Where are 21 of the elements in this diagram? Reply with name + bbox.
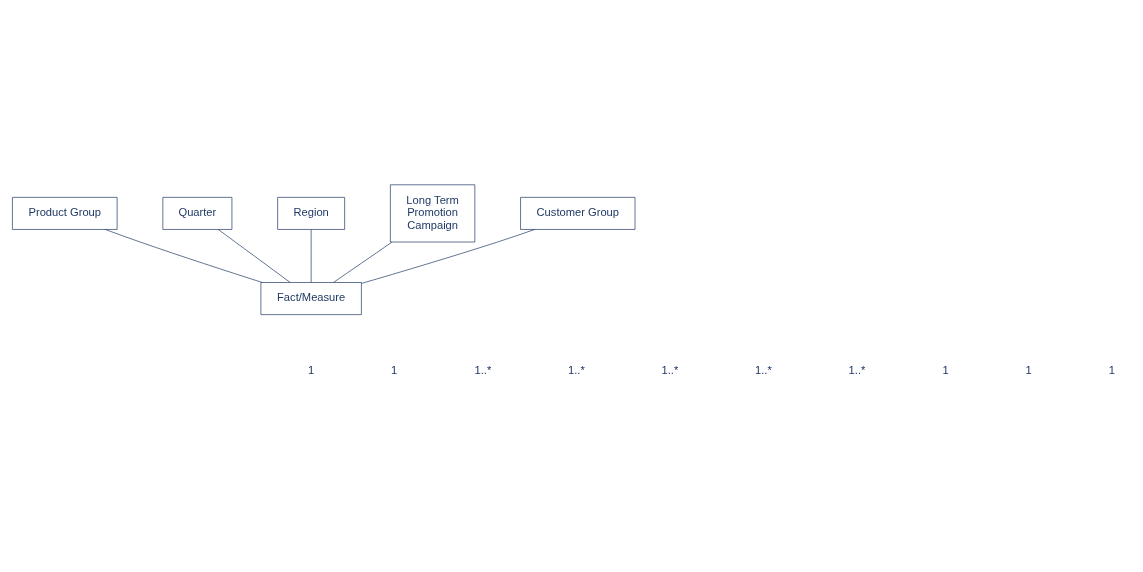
connector bbox=[217, 229, 291, 283]
connector bbox=[310, 229, 312, 283]
connector bbox=[333, 241, 393, 283]
node-box: Customer Group bbox=[520, 197, 636, 230]
label: 1..* bbox=[661, 363, 679, 376]
label: 1..* bbox=[755, 363, 772, 376]
node-box: Fact/Measure bbox=[260, 282, 362, 315]
label: 1..* bbox=[848, 363, 866, 376]
label: 1..* bbox=[568, 363, 585, 376]
label: 1 bbox=[1108, 363, 1115, 376]
connector bbox=[105, 229, 263, 283]
node-box: Quarter bbox=[162, 197, 233, 230]
label: 1 bbox=[942, 363, 949, 376]
node-box: Product Group bbox=[12, 197, 118, 230]
label: 1..* bbox=[474, 363, 492, 376]
label: 1 bbox=[391, 363, 398, 376]
node-box: Region bbox=[277, 197, 345, 230]
connector bbox=[361, 229, 535, 284]
node-box: Long Term Promotion Campaign bbox=[390, 184, 476, 243]
label: 1 bbox=[1025, 363, 1032, 376]
label: 1 bbox=[308, 363, 315, 376]
